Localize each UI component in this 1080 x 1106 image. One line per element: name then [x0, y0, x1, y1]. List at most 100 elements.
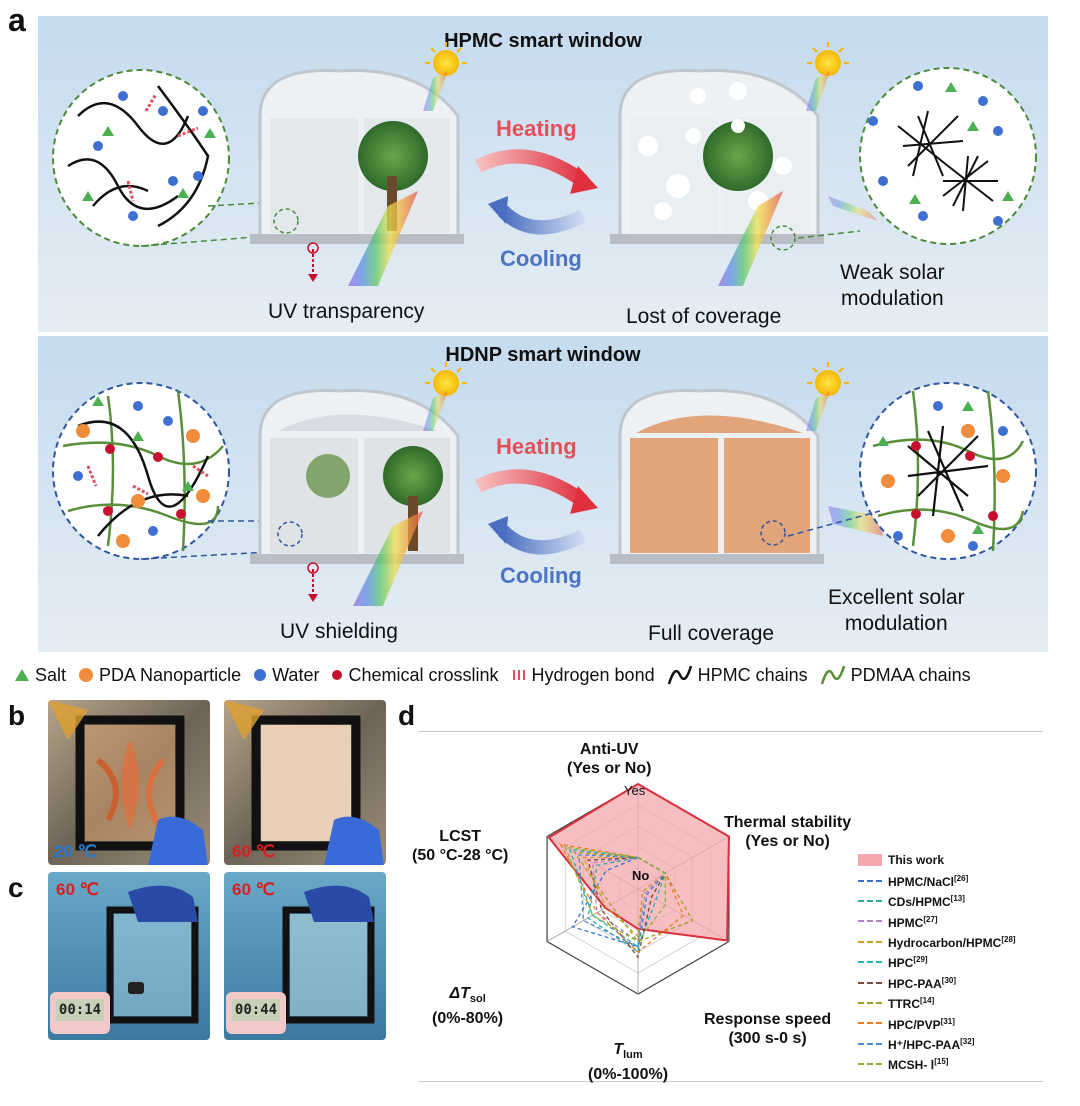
radar-legend-label: HPMC[27] — [888, 914, 938, 930]
axis-tsol-range: (0%-80%) — [432, 1010, 504, 1028]
hydrogen-bond-icon — [512, 670, 525, 680]
hpmc-chain-icon — [667, 665, 692, 685]
bottom-heat-cool-arrows — [474, 469, 598, 555]
legend-hpmc: HPMC chains — [667, 664, 808, 686]
photo-b-right: 60 ℃ — [224, 700, 386, 865]
bottom-left-window — [250, 362, 467, 606]
photo-c-left-temp: 60 ℃ — [56, 880, 99, 899]
radar-legend-ref: [26] — [954, 873, 969, 883]
photo-b-left: 20 ℃ — [48, 700, 210, 865]
top-left-caption: UV transparency — [268, 300, 425, 323]
axis-label-response: Response speed (300 s-0 s) — [704, 1010, 831, 1048]
legend-water: Water — [253, 665, 319, 686]
bottom-left-zoom-circle — [52, 382, 289, 560]
panel-label-c: c — [8, 872, 24, 903]
axis-label-lcst: LCST (50 °C-28 °C) — [412, 827, 508, 865]
pdmaa-chain-icon — [820, 665, 845, 685]
radar-legend-label: TTRC[14] — [888, 996, 935, 1012]
top-side-caption-line2: modulation — [840, 287, 944, 310]
timer-right: 00:44 — [234, 1002, 278, 1018]
smart-window-illustration — [52, 42, 1037, 606]
top-right-window — [610, 42, 878, 286]
radar-legend-swatch — [858, 1063, 882, 1066]
legend-pda-label: PDA Nanoparticle — [99, 664, 242, 685]
radar-legend-swatch — [858, 1042, 882, 1045]
bottom-left-caption: UV shielding — [280, 620, 398, 643]
radar-legend-swatch — [858, 940, 882, 943]
salt-icon — [15, 669, 29, 681]
legend: Salt PDA Nanoparticle Water Chemical cro… — [14, 660, 1074, 690]
photo-b-right-temp: 60 ℃ — [232, 842, 275, 861]
axis-tsol-sub: sol — [469, 993, 486, 1006]
radar-legend-ref: [30] — [941, 975, 957, 985]
axis-tsol-main: ΔT — [449, 985, 470, 1002]
radar-legend-swatch — [858, 920, 882, 923]
photo-c-right-temp: 60 ℃ — [232, 880, 275, 899]
radar-legend-ref: [31] — [940, 1016, 955, 1026]
radar-legend-item: HPMC/NaCl[26] — [858, 870, 1016, 890]
radar-legend-ref: [13] — [950, 894, 965, 904]
radar-legend-ref: [28] — [1001, 935, 1016, 945]
top-heating-label: Heating — [496, 116, 577, 141]
top-side-caption-line1: Weak solar — [840, 261, 945, 284]
bottom-right-window — [610, 362, 883, 564]
radar-legend-item: This work — [858, 850, 1016, 870]
radar-legend-label: HPC[29] — [888, 955, 928, 971]
radar-legend-item: HPC/PVP[31] — [858, 1013, 1016, 1033]
top-right-caption: Lost of coverage — [626, 305, 782, 328]
radar-legend-ref: [15] — [934, 1057, 949, 1067]
radar-legend-label: MCSH- Ⅰ[15] — [888, 1057, 949, 1073]
radar-legend-swatch — [858, 899, 882, 902]
bottom-heating-label: Heating — [496, 434, 577, 459]
photo-c-left-scene — [50, 885, 199, 1034]
tick-no: No — [632, 868, 650, 883]
radar-legend-ref: [29] — [913, 955, 928, 965]
radar-legend-item: H⁺/HPC-PAA[32] — [858, 1034, 1016, 1054]
radar-legend-label: HPC/PVP[31] — [888, 1016, 955, 1032]
axis-response-name: Response speed — [704, 1011, 832, 1028]
radar-legend-item: HPMC[27] — [858, 911, 1016, 931]
panel-d-top-rule — [418, 731, 1043, 732]
top-side-caption: Weak solar modulation — [840, 260, 945, 312]
radar-legend-label: CDs/HPMC[13] — [888, 894, 965, 910]
top-heat-cool-arrows — [474, 149, 598, 235]
water-icon — [254, 669, 267, 681]
legend-pdmaa-label: PDMAA chains — [850, 664, 971, 685]
legend-salt-label: Salt — [35, 664, 67, 685]
axis-thermal-range: (Yes or No) — [745, 833, 830, 850]
radar-legend-swatch — [858, 981, 882, 984]
radar-legend-item: MCSH- Ⅰ[15] — [858, 1054, 1016, 1074]
bottom-side-caption: Excellent solar modulation — [828, 585, 965, 637]
radar-legend-swatch — [858, 1022, 882, 1025]
radar-legend-label: Hydrocarbon/HPMC[28] — [888, 935, 1016, 951]
radar-legend-swatch — [858, 961, 882, 964]
bottom-side-caption-line2: modulation — [844, 612, 948, 635]
axis-label-thermal: Thermal stability (Yes or No) — [724, 813, 851, 851]
radar-legend-label: H⁺/HPC-PAA[32] — [888, 1037, 975, 1053]
axis-label-tsol: ΔTsol (0%-80%) — [432, 984, 503, 1028]
photo-b-right-scene — [224, 700, 384, 865]
axis-tlum-range: (0%-100%) — [588, 1066, 669, 1084]
legend-pda: PDA Nanoparticle — [78, 665, 241, 686]
radar-legend-swatch — [858, 879, 882, 882]
radar-legend-item: Hydrocarbon/HPMC[28] — [858, 932, 1016, 952]
radar-legend-label: HPC-PAA[30] — [888, 975, 957, 991]
axis-anti-uv-name: Anti-UV — [579, 741, 639, 758]
radar-legend-ref: [27] — [923, 914, 938, 924]
axis-label-anti-uv: Anti-UV (Yes or No) — [567, 740, 651, 778]
bottom-cooling-label: Cooling — [500, 563, 582, 588]
photo-c-right-scene — [226, 885, 375, 1034]
axis-response-range: (300 s-0 s) — [728, 1030, 807, 1047]
radar-legend-swatch — [858, 854, 882, 867]
legend-water-label: Water — [272, 664, 320, 685]
bottom-right-caption: Full coverage — [648, 622, 775, 645]
photo-c-right: 60 ℃ 00:44 — [224, 872, 386, 1040]
legend-pdmaa: PDMAA chains — [820, 664, 971, 686]
top-right-zoom-circle — [797, 67, 1037, 245]
radar-legend-ref: [32] — [960, 1037, 975, 1047]
radar-legend-swatch — [858, 1001, 882, 1004]
crosslink-icon — [332, 670, 343, 680]
hdnp-title: HDNP smart window — [445, 344, 641, 366]
photo-c-left: 60 ℃ 00:14 — [48, 872, 210, 1040]
